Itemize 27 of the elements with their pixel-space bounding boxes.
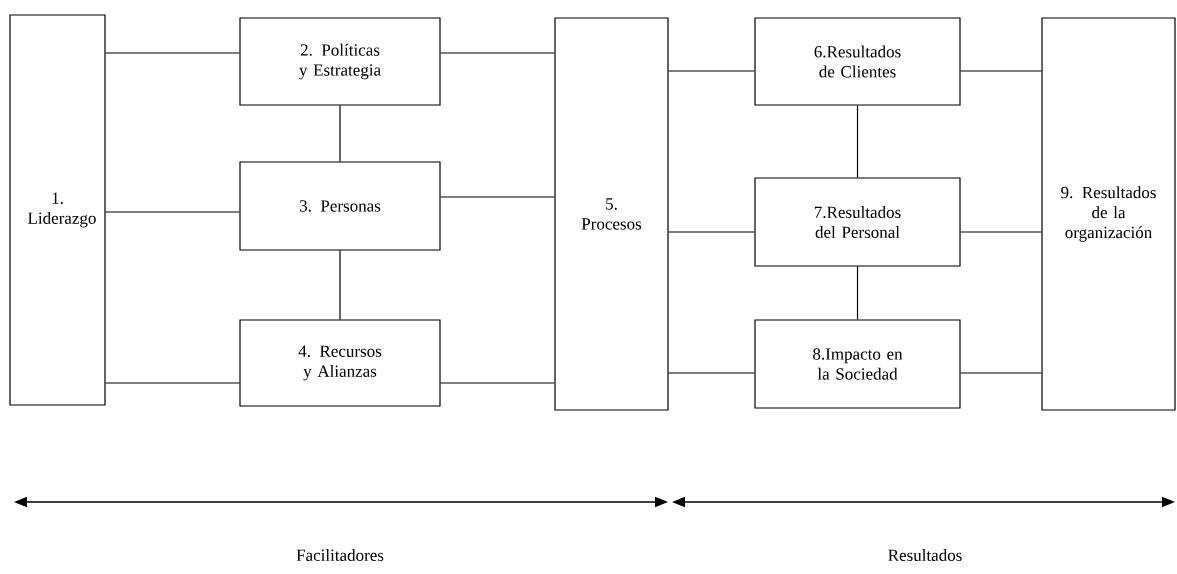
connector-line bbox=[960, 372, 1042, 374]
connector-line bbox=[856, 266, 859, 320]
connector-line bbox=[440, 196, 555, 198]
connector-line bbox=[105, 382, 240, 384]
connector-line bbox=[856, 105, 859, 178]
connector-line bbox=[668, 70, 755, 72]
process-box: 3. Personas bbox=[239, 161, 441, 251]
connector-line bbox=[960, 70, 1042, 72]
connector-line bbox=[105, 52, 240, 54]
process-box: 6.Resultados de Clientes bbox=[754, 17, 961, 106]
process-box: 2. Políticas y Estrategia bbox=[239, 17, 441, 106]
section-label: Resultados bbox=[888, 549, 962, 561]
process-box: 1. Liderazgo bbox=[9, 14, 106, 406]
process-box: 9. Resultados de la organización bbox=[1041, 17, 1176, 411]
process-box: 5. Procesos bbox=[554, 17, 669, 411]
process-box: 4. Recursos y Alianzas bbox=[239, 319, 441, 407]
connector-line bbox=[105, 211, 240, 213]
process-box: 7.Resultados del Personal bbox=[754, 177, 961, 267]
process-box: 8.Impacto en la Sociedad bbox=[754, 319, 961, 409]
connector-line bbox=[960, 231, 1042, 233]
connector-line bbox=[668, 372, 755, 374]
connector-line bbox=[440, 52, 555, 54]
connector-line bbox=[339, 250, 341, 320]
section-label: Facilitadores bbox=[296, 549, 384, 561]
connector-line bbox=[339, 105, 341, 162]
connector-line bbox=[668, 231, 755, 233]
connector-line bbox=[440, 382, 555, 384]
